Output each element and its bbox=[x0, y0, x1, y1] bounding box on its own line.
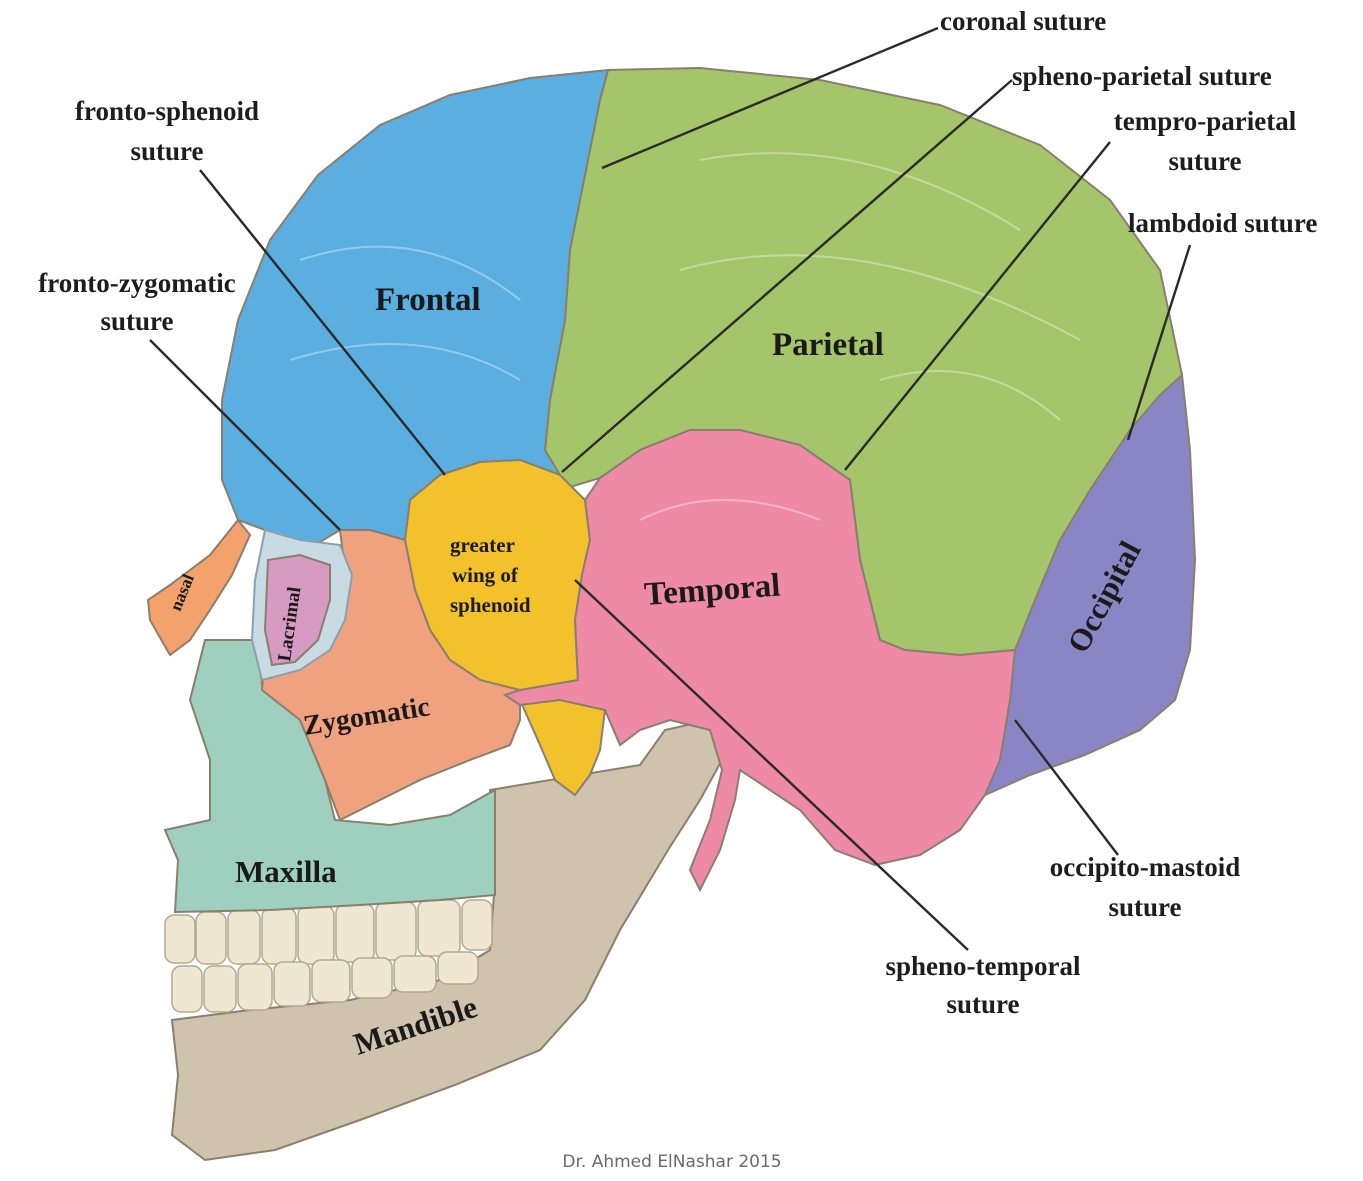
tempro-parietal-suture-label-1: tempro-parietal bbox=[1114, 106, 1297, 136]
fronto-zygomatic-suture-label-1: fronto-zygomatic bbox=[38, 268, 235, 298]
occipito-mastoid-suture-label-2: suture bbox=[1108, 892, 1181, 922]
frontal-label: Frontal bbox=[375, 282, 481, 318]
spheno-parietal-suture-label: spheno-parietal suture bbox=[1012, 61, 1272, 91]
tempro-parietal-suture-label-2: suture bbox=[1168, 146, 1241, 176]
maxilla-label: Maxilla bbox=[235, 854, 337, 889]
nasal-bone bbox=[148, 520, 250, 655]
sphenoid-label-line-3: sphenoid bbox=[450, 593, 531, 617]
lambdoid-suture-label: lambdoid suture bbox=[1128, 208, 1317, 238]
occipito-mastoid-suture-label-1: occipito-mastoid bbox=[1050, 852, 1240, 882]
parietal-label: Parietal bbox=[772, 327, 884, 363]
sphenoid-label-line-2: wing of bbox=[452, 563, 519, 587]
fronto-sphenoid-suture-label-1: fronto-sphenoid bbox=[75, 96, 259, 126]
spheno-temporal-suture-label-2: suture bbox=[946, 989, 1019, 1019]
fronto-zygomatic-suture-label-2: suture bbox=[100, 306, 173, 336]
coronal-suture-label: coronal suture bbox=[940, 6, 1106, 36]
credit-text: Dr. Ahmed ElNashar 2015 bbox=[562, 1152, 781, 1172]
fronto-sphenoid-suture-label-2: suture bbox=[130, 136, 203, 166]
sphenoid-label-line-1: greater bbox=[450, 533, 515, 557]
spheno-temporal-suture-label-1: spheno-temporal bbox=[886, 951, 1081, 981]
